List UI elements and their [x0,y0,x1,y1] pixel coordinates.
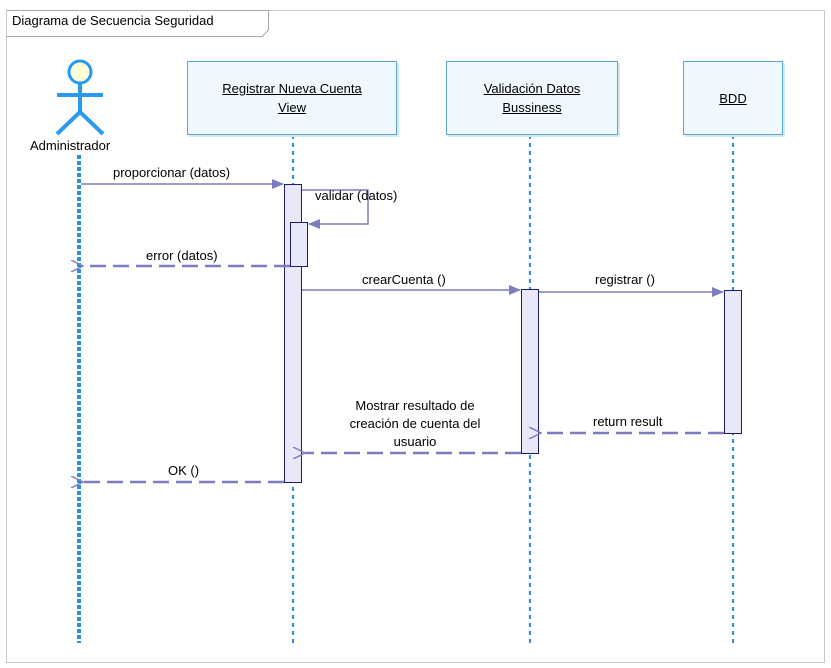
lifeline-label-validacion: Validación Datos Bussiness [484,79,581,117]
message-label-error: error (datos) [146,248,218,263]
message-label-crearcuenta: crearCuenta () [362,272,446,287]
lifeline-box-bdd[interactable]: BDD [683,61,783,135]
lifeline-label-line2: Bussiness [502,100,562,115]
activation-registrar-self [290,222,308,267]
frame-title-tab [6,10,269,37]
frame-border [6,10,825,663]
message-label-validar: validar (datos) [315,188,398,203]
message-label-line2: creación de cuenta del [349,416,481,431]
message-label-registrar: registrar () [595,272,655,287]
message-label-line3: usuario [393,434,437,449]
actor-icon [55,59,105,136]
frame-title: Diagrama de Secuencia Seguridad [12,13,214,28]
message-label-return-result: return result [593,414,663,429]
message-label-ok: OK () [168,463,200,478]
lifeline-label-bdd: BDD [719,90,747,106]
lifeline-label-line1: Validación Datos [483,81,581,96]
message-arrow-validar [302,189,369,229]
lifeline-label-registrar: Registrar Nueva Cuenta View [222,79,361,117]
message-label-line1: Mostrar resultado de [355,398,475,413]
lifeline-label-line2: View [278,100,306,115]
actor-label: Administrador [30,138,111,153]
message-label-mostrar-resultado: Mostrar resultado de creación de cuenta … [330,397,500,451]
lifeline-label-line1: Registrar Nueva Cuenta [222,81,362,96]
activation-validacion [521,289,539,454]
message-label-proporcionar: proporcionar (datos) [113,165,231,180]
lifeline-box-registrar[interactable]: Registrar Nueva Cuenta View [187,61,397,135]
lifeline-box-validacion[interactable]: Validación Datos Bussiness [446,61,618,135]
activation-bdd [724,290,742,434]
